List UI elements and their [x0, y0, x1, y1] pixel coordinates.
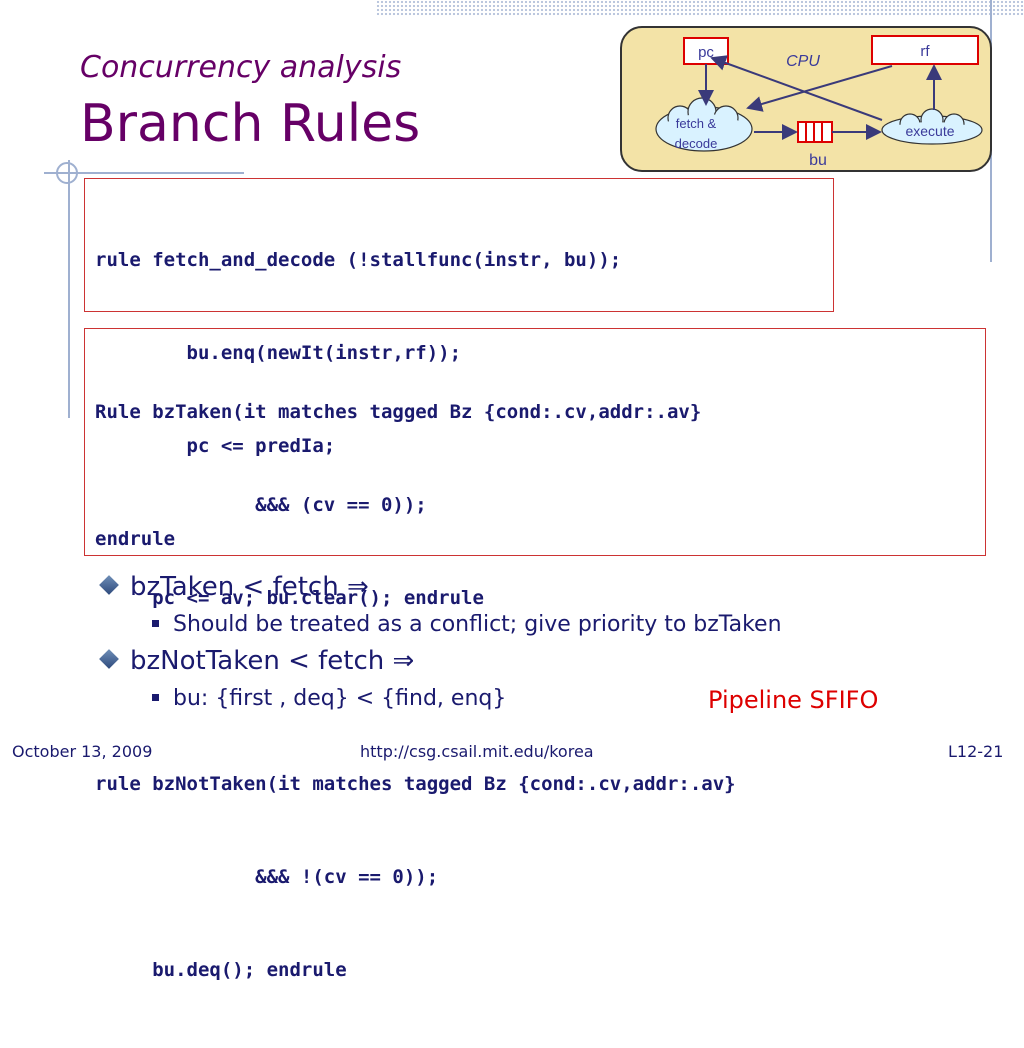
code-box-fetch-decode: rule fetch_and_decode (!stallfunc(instr,…	[84, 178, 834, 550]
fetch-label-line1: fetch &	[676, 116, 717, 131]
diamond-bullet-icon	[99, 575, 119, 595]
code-line: rule bzNotTaken(it matches tagged Bz {co…	[95, 773, 736, 795]
cpu-label: CPU	[786, 53, 820, 70]
rf-register	[871, 35, 979, 65]
top-dotted-band	[376, 0, 1024, 16]
square-bullet-icon	[152, 694, 159, 701]
code-line: &&& !(cv == 0));	[95, 866, 439, 888]
fetch-label-line2: decode	[675, 136, 718, 151]
pipeline-note: Pipeline SFIFO	[708, 686, 879, 714]
diamond-bullet-icon	[99, 649, 119, 669]
sub-bullet-2: bu: {first , deq} < {find, enq}	[152, 686, 506, 711]
slide-subtitle: Concurrency analysis	[80, 50, 402, 85]
execute-cloud	[881, 108, 983, 145]
bullet-1-text: bzTaken < fetch ⇒	[130, 572, 369, 602]
bullet-2: bzNotTaken < fetch ⇒	[99, 646, 415, 676]
sub-bullet-2-text: bu: {first , deq} < {find, enq}	[173, 686, 507, 711]
crosshair-ornament	[56, 162, 78, 184]
bullet-1: bzTaken < fetch ⇒	[99, 572, 369, 602]
code-line: pc <= av; bu.clear(); endrule	[95, 587, 484, 609]
square-bullet-icon	[152, 620, 159, 627]
footer-date: October 13, 2009	[12, 742, 153, 761]
title-underline-rule	[44, 172, 244, 174]
slide-number: L12-21	[948, 742, 1004, 761]
slide-title: Branch Rules	[80, 94, 421, 154]
bu-label: bu	[809, 152, 827, 169]
code-line: &&& (cv == 0));	[95, 494, 427, 516]
execute-label: execute	[905, 123, 954, 139]
code-line: pc <= predIa;	[95, 435, 336, 457]
code-line: bu.deq(); endrule	[95, 959, 347, 981]
pc-label: pc	[698, 44, 714, 61]
code-box-branch-rules: Rule bzTaken(it matches tagged Bz {cond:…	[84, 328, 986, 981]
cpu-diagram: pc rf CPU fetch & decode execute bu	[655, 35, 983, 169]
fetch-decode-cloud	[655, 97, 753, 152]
code-line: Rule bzTaken(it matches tagged Bz {cond:…	[95, 401, 702, 423]
rf-label: rf	[920, 43, 930, 60]
sub-bullet-1-text: Should be treated as a conflict; give pr…	[173, 612, 782, 637]
footer-url[interactable]: http://csg.csail.mit.edu/korea	[360, 742, 594, 761]
left-vertical-rule	[68, 160, 70, 418]
bullet-2-text: bzNotTaken < fetch ⇒	[130, 646, 415, 676]
sub-bullet-1: Should be treated as a conflict; give pr…	[152, 612, 782, 637]
code-line: endrule	[95, 528, 176, 550]
code-line: rule fetch_and_decode (!stallfunc(instr,…	[95, 249, 622, 271]
code-line: bu.enq(newIt(instr,rf));	[95, 342, 462, 364]
bu-fifo	[797, 121, 833, 143]
